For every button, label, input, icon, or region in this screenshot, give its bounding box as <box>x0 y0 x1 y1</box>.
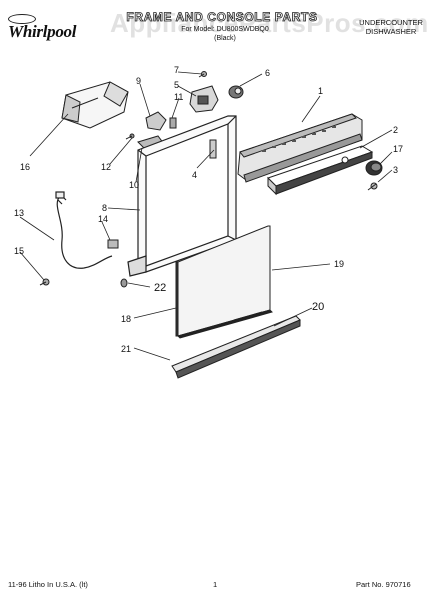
part-1-console-panel <box>237 113 363 183</box>
page-number: 1 <box>213 580 218 589</box>
callout-21: 21 <box>121 344 131 354</box>
callout-7: 7 <box>174 65 179 75</box>
model-number: For Model: DU800SWDBQ0 <box>181 26 269 33</box>
callout-22: 22 <box>154 282 166 294</box>
callout-15: 15 <box>14 246 24 256</box>
part-13-wire-harness <box>55 191 113 269</box>
callout-16: 16 <box>20 162 30 172</box>
model-color: (Black) <box>214 35 236 42</box>
part-18-19-door-panel <box>175 225 273 339</box>
callout-14: 14 <box>98 214 108 224</box>
callout-10: 10 <box>129 180 139 190</box>
part-3-screw <box>367 182 378 191</box>
callout-6: 6 <box>265 68 270 78</box>
part-15-screw <box>39 278 50 286</box>
part-16-cover-bracket <box>61 81 129 129</box>
product-type: UNDERCOUNTER DISHWASHER <box>352 18 430 36</box>
callout-9: 9 <box>136 76 141 86</box>
part-number: Part No. 970716 <box>356 580 411 589</box>
part-4-bracket <box>209 139 217 159</box>
part-5-latch <box>189 85 219 113</box>
part-9-hinge <box>145 111 167 131</box>
callout-19: 19 <box>334 259 344 269</box>
callout-11: 11 <box>174 92 183 102</box>
part-14-connector <box>107 239 119 249</box>
callout-1: 1 <box>318 86 323 96</box>
leader-lines <box>19 71 393 361</box>
callout-17: 17 <box>393 144 403 154</box>
part-7-screws <box>198 71 207 78</box>
part-17-knob <box>365 160 383 176</box>
watermark: AppliancePartsPros.com <box>110 8 429 38</box>
page-title: FRAME AND CONSOLE PARTS <box>126 10 318 25</box>
callout-3: 3 <box>393 165 398 175</box>
callout-18: 18 <box>121 314 131 324</box>
part-6-switch <box>228 85 244 99</box>
part-20-21-bottom-trim <box>171 315 301 379</box>
callout-4: 4 <box>192 170 197 180</box>
whirlpool-logo: Whirlpool <box>8 14 88 41</box>
callout-labels: 1 2 3 4 5 6 7 8 9 10 11 12 13 14 15 16 1… <box>14 65 403 354</box>
callout-12: 12 <box>101 162 111 172</box>
brand-name: Whirlpool <box>8 22 77 41</box>
logo-swirl-icon <box>8 14 36 24</box>
part-2-control-overlay <box>267 145 374 196</box>
callout-8: 8 <box>102 203 107 213</box>
callout-2: 2 <box>393 125 398 135</box>
callout-20: 20 <box>312 301 324 313</box>
callout-5: 5 <box>174 80 179 90</box>
callout-13: 13 <box>14 208 24 218</box>
litho-note: 11-96 Litho In U.S.A. (lt) <box>8 580 88 589</box>
product-type-line2: DISHWASHER <box>365 27 417 36</box>
part-22-clip <box>120 278 128 288</box>
part-12-screw <box>125 133 135 140</box>
product-type-line1: UNDERCOUNTER <box>359 18 423 27</box>
part-11-clip <box>169 117 177 129</box>
